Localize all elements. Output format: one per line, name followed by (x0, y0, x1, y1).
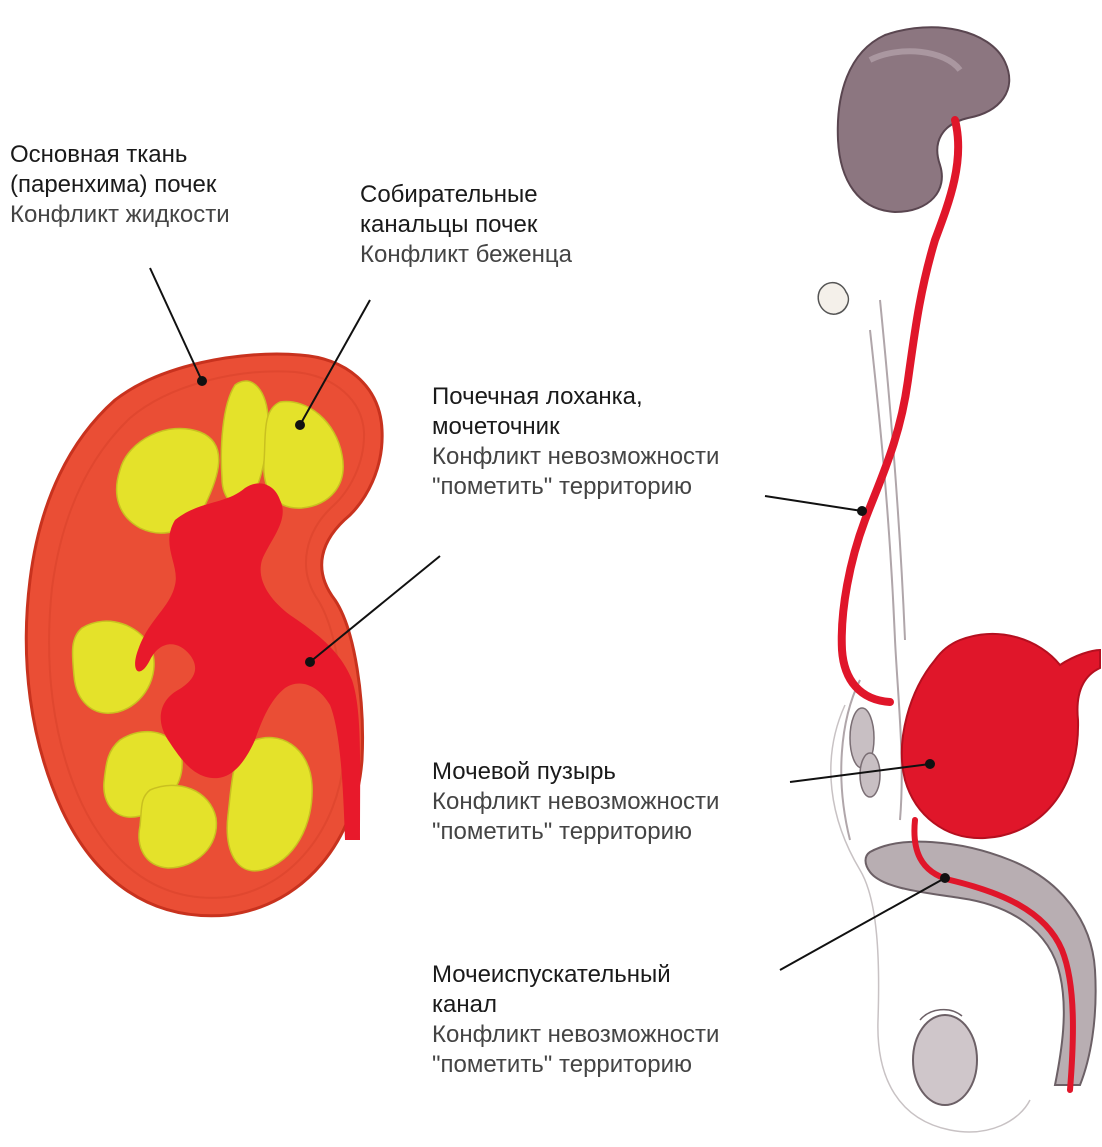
kidney-cross-section (26, 354, 382, 916)
label-urethra-conflict2: "пометить" территорию (432, 1050, 719, 1080)
adrenal-gland (818, 283, 848, 315)
penis (866, 842, 1096, 1085)
label-renal-pelvis: Почечная лоханка, мочеточник Конфликт не… (432, 382, 719, 502)
label-pelvis-conflict1: Конфликт невозможности (432, 442, 719, 472)
label-parenchyma-conflict: Конфликт жидкости (10, 200, 230, 230)
label-urethra-line1: Мочеиспускательный (432, 960, 719, 990)
leader-line-urethra (780, 878, 945, 970)
label-bladder-line1: Мочевой пузырь (432, 757, 719, 787)
label-collecting-conflict: Конфликт беженца (360, 240, 572, 270)
label-collecting-tubules: Собирательные канальцы почек Конфликт бе… (360, 180, 572, 270)
label-bladder-conflict2: "пометить" территорию (432, 817, 719, 847)
urinary-system (818, 27, 1100, 1132)
label-collecting-line2: канальцы почек (360, 210, 572, 240)
label-collecting-line1: Собирательные (360, 180, 572, 210)
label-pelvis-line1: Почечная лоханка, (432, 382, 719, 412)
leader-line-ureter (765, 496, 862, 511)
label-bladder-conflict1: Конфликт невозможности (432, 787, 719, 817)
leader-line-parenchyma (150, 268, 202, 381)
label-parenchyma-line2: (паренхима) почек (10, 170, 230, 200)
label-urethra-line2: канал (432, 990, 719, 1020)
urinary-bladder (902, 634, 1100, 838)
label-pelvis-line2: мочеточник (432, 412, 719, 442)
seminal-vesicle (850, 708, 880, 797)
label-bladder: Мочевой пузырь Конфликт невозможности "п… (432, 757, 719, 847)
label-pelvis-conflict2: "пометить" территорию (432, 472, 719, 502)
testis (913, 1015, 977, 1105)
label-urethra-conflict1: Конфликт невозможности (432, 1020, 719, 1050)
label-parenchyma-line1: Основная ткань (10, 140, 230, 170)
label-parenchyma: Основная ткань (паренхима) почек Конфлик… (10, 140, 230, 230)
label-urethra: Мочеиспускательный канал Конфликт невозм… (432, 960, 719, 1080)
